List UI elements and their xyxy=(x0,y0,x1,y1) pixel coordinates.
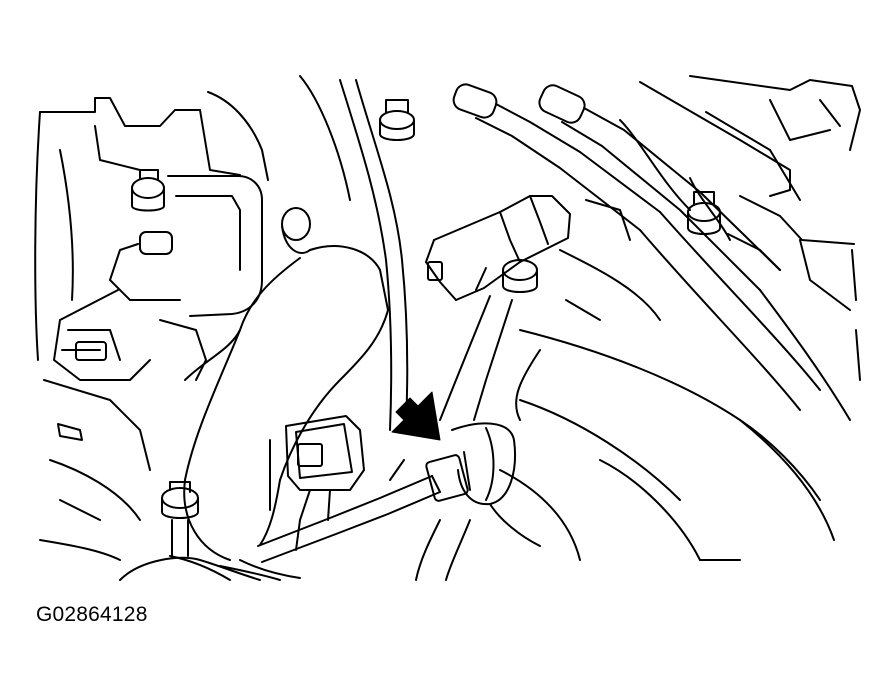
center-connector xyxy=(425,195,571,301)
manifold-body xyxy=(499,329,835,561)
callout-arrow-icon xyxy=(391,391,441,441)
hose-fitting xyxy=(257,422,541,581)
right-bracket xyxy=(619,75,861,311)
engine-block-outline xyxy=(34,91,269,561)
intake-pipe xyxy=(183,207,389,561)
upper-hoses xyxy=(452,83,851,421)
lower-hoses xyxy=(119,555,281,581)
left-connector-housing xyxy=(53,175,263,441)
lower-connector xyxy=(269,415,365,551)
misc-detail-lines xyxy=(239,199,861,579)
center-right-bolt xyxy=(439,259,538,421)
center-tube xyxy=(299,75,409,431)
figure-code: G02864128 xyxy=(36,603,148,626)
left-bolt xyxy=(131,169,165,212)
right-bolt xyxy=(687,191,781,271)
lower-left-bolt xyxy=(161,481,199,557)
upper-bolt xyxy=(379,99,415,141)
